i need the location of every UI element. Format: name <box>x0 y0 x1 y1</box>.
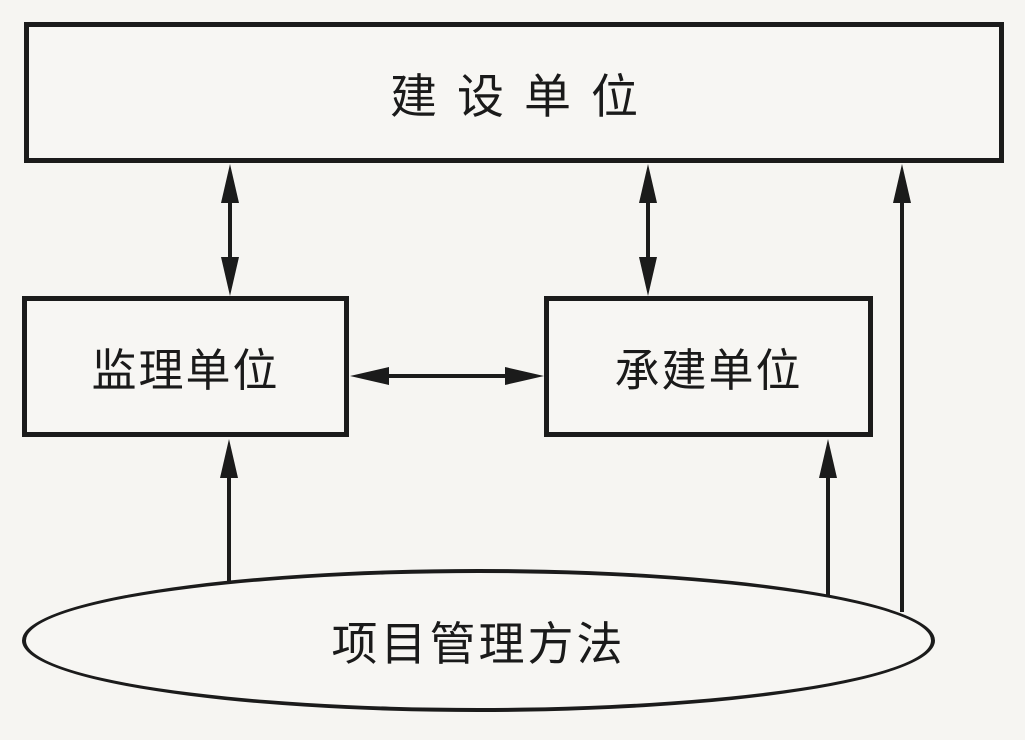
arrow-construction-contractor-bidirectional <box>639 164 657 296</box>
node-supervision-unit-label: 监理单位 <box>91 346 280 396</box>
node-contractor-unit-label: 承建单位 <box>614 346 803 396</box>
node-construction-unit: 建设单位 <box>24 22 1004 163</box>
node-contractor-unit: 承建单位 <box>544 296 873 437</box>
arrow-methods-contractor <box>819 439 837 597</box>
arrow-supervision-contractor-bidirectional <box>350 367 544 385</box>
node-project-management-methods: 项目管理方法 <box>22 569 935 712</box>
arrow-construction-supervision-bidirectional <box>221 164 239 296</box>
arrow-methods-construction <box>893 164 911 612</box>
arrow-methods-supervision <box>220 439 238 583</box>
node-construction-unit-label: 建设单位 <box>390 72 658 124</box>
node-project-management-methods-label: 项目管理方法 <box>331 618 626 670</box>
node-supervision-unit: 监理单位 <box>22 296 349 437</box>
